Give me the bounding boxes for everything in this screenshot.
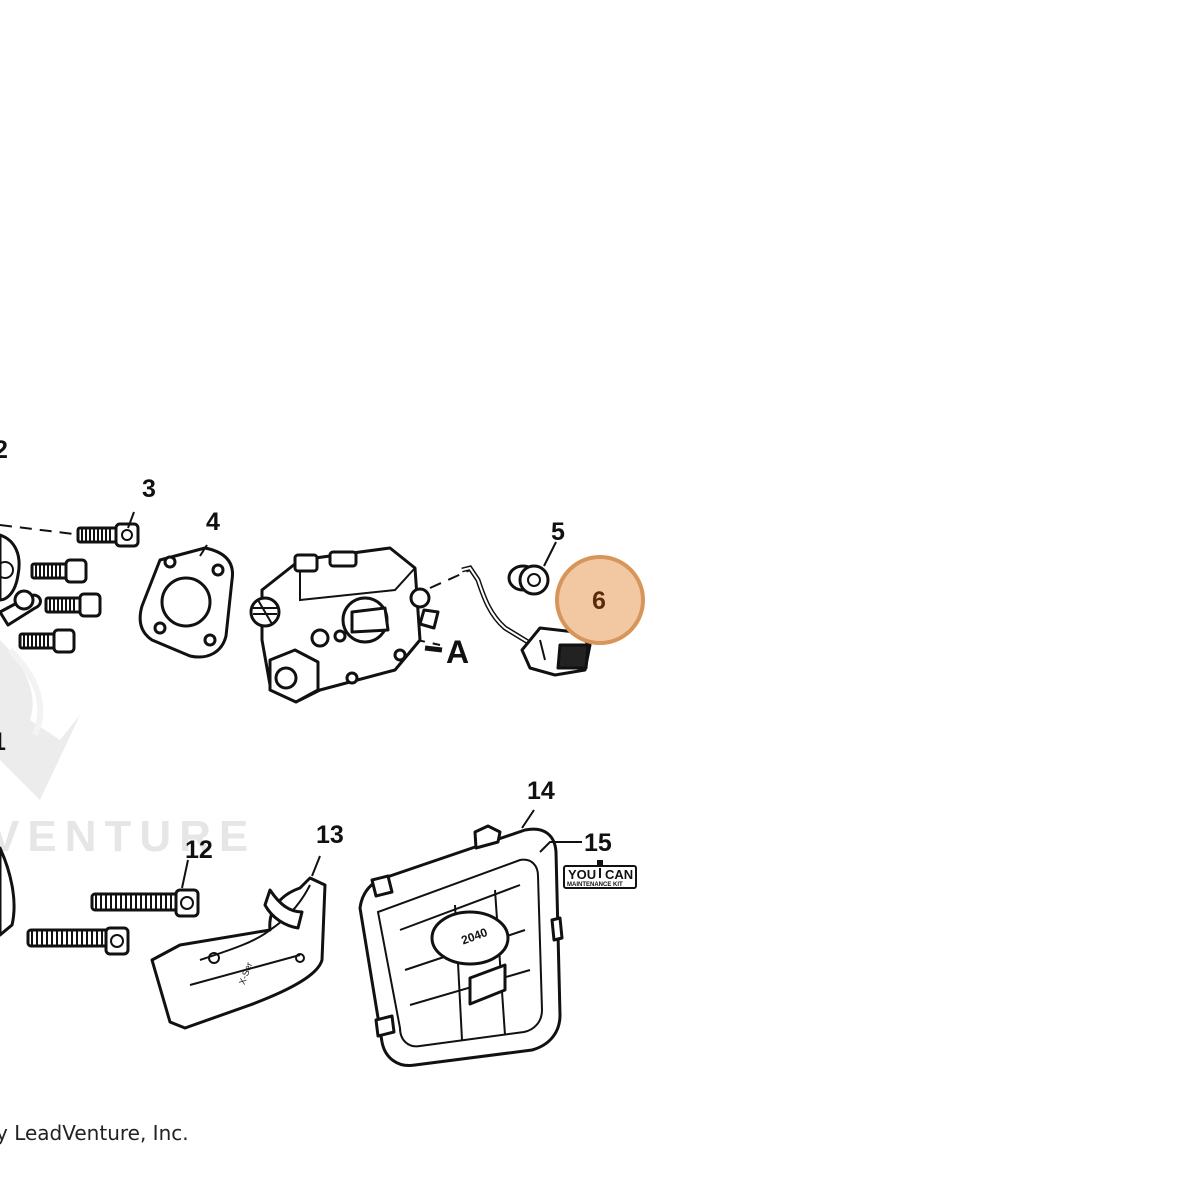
cover-13[interactable]: X-Ser [150, 876, 327, 1030]
callout-6[interactable]: 6 [592, 587, 606, 615]
callout-15[interactable]: 15 [584, 829, 612, 857]
copyright-notice: y LeadVenture, Inc. [0, 1121, 189, 1145]
callout-6-highlight[interactable] [555, 555, 645, 645]
assembly-line-wire [429, 569, 471, 589]
watermark-logo: VENTURE [0, 640, 256, 861]
grommet-5[interactable] [507, 564, 550, 596]
leader-5 [543, 541, 557, 567]
reference-marker-a: A [446, 634, 469, 670]
carburetor[interactable] [249, 546, 440, 704]
callout-5[interactable]: 5 [551, 518, 565, 546]
leader-15 [539, 841, 582, 853]
leader-a [424, 645, 443, 653]
assembly-line-bolt [0, 524, 83, 536]
callout-13[interactable]: 13 [316, 821, 344, 849]
gasket-4[interactable] [138, 546, 235, 659]
bolt-2c[interactable] [18, 628, 76, 654]
wrench-icon [597, 860, 603, 878]
bolt-2a[interactable] [30, 558, 88, 584]
callout-3[interactable]: 3 [142, 475, 156, 503]
bolt-3[interactable] [76, 522, 140, 548]
switch-6[interactable] [520, 626, 592, 677]
screw-12b[interactable] [26, 926, 130, 956]
leader-12 [181, 859, 189, 889]
callout-4[interactable]: 4 [206, 508, 220, 536]
kit-badge-you: YOU [568, 867, 596, 882]
kit-badge-15[interactable]: YOU CAN MAINTENANCE KIT [563, 860, 637, 889]
leader-13 [311, 855, 321, 877]
part-1-partial[interactable] [0, 533, 42, 627]
watermark-text: VENTURE [0, 812, 256, 861]
callout-2[interactable]: 2 [0, 436, 8, 464]
kit-badge-can: CAN [605, 867, 633, 882]
wire-harness[interactable] [461, 565, 530, 645]
callout-12[interactable]: 12 [185, 836, 213, 864]
watermark-flame-icon [0, 640, 80, 800]
leader-3 [127, 511, 135, 529]
leader-14 [521, 809, 535, 829]
callout-14[interactable]: 14 [527, 777, 555, 805]
callout-1[interactable]: 1 [0, 728, 6, 756]
leader-4 [199, 544, 208, 557]
screw-12a[interactable] [90, 888, 200, 918]
bolt-2b[interactable] [44, 592, 102, 618]
assembly-line-a [334, 621, 441, 646]
air-filter-14[interactable]: 2040 [358, 824, 564, 1068]
kit-badge-subtitle: MAINTENANCE KIT [567, 882, 623, 888]
part-partial-lower-left[interactable] [0, 846, 16, 937]
